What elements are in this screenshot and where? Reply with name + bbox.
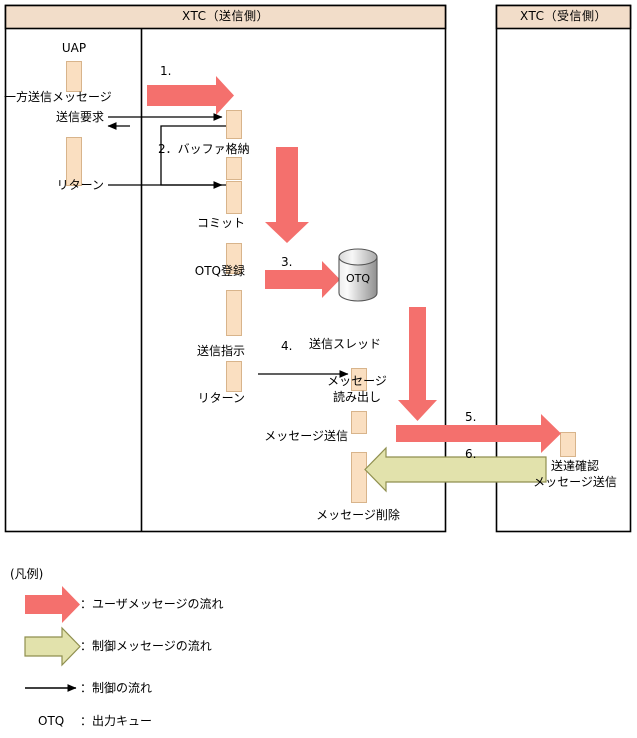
step-1-user-message-arrow <box>147 76 234 115</box>
xtc-receiver-lifeline <box>560 432 576 457</box>
message-delete-label: メッセージ削除 <box>316 508 400 522</box>
legend-user-message-arrow-icon <box>25 586 80 623</box>
step-6-number: 6. <box>465 447 477 461</box>
legend-entry-control-message-text: ：制御メッセージの流れ <box>80 639 212 653</box>
sender-panel-title: XTC（送信側） <box>181 9 270 23</box>
otq-register-label: OTQ登録 <box>194 264 245 278</box>
step-4-number: 4. <box>281 339 293 353</box>
legend-entry-control-flow-text: ：制御の流れ <box>80 681 153 695</box>
oneway-message-label: 一方送信メッセージ <box>4 90 112 104</box>
uap-lifeline <box>66 61 82 186</box>
step-2-control-arrows <box>107 113 226 189</box>
legend-control-message-arrow-icon <box>24 626 81 667</box>
ack-label-line2: メッセージ送信 <box>533 475 617 489</box>
step-5-number: 5. <box>465 410 477 424</box>
legend-entry-otq-text: ：出力キュー <box>80 714 153 728</box>
step-6-ack-arrow <box>364 446 547 493</box>
legend-entry-otq-key: OTQ <box>38 714 65 728</box>
step-1-number: 1. <box>160 64 172 78</box>
step-4-send-thread-label: 送信スレッド <box>309 337 382 351</box>
message-send-label: メッセージ送信 <box>264 429 348 443</box>
send-thread-lifeline <box>351 368 367 503</box>
otq-node-label: OTQ <box>345 272 371 285</box>
send-instruction-label: 送信指示 <box>196 344 245 358</box>
message-read-label-line2: 読み出し <box>332 390 381 404</box>
return-1-label: リターン <box>56 178 104 192</box>
message-read-label-line1: メッセージ <box>327 374 387 388</box>
step-2-buffer-store-label: 2．バッファ格納 <box>158 142 250 156</box>
receiver-panel-title: XTC（受信側） <box>519 9 608 23</box>
step-3-otq-register-arrow <box>265 261 340 298</box>
step-5-message-send-arrow <box>396 414 561 453</box>
commit-label: コミット <box>196 216 245 230</box>
ack-label-line1: 送達確認 <box>550 459 599 473</box>
otq-cylinder-node <box>338 248 378 302</box>
down-arrow-commit <box>265 147 309 243</box>
legend-entry-user-message-text: ：ユーザメッセージの流れ <box>80 597 224 611</box>
legend-title: (凡例) <box>10 567 44 581</box>
down-arrow-message-read <box>398 307 437 421</box>
xtc-sender-lifeline <box>226 110 242 392</box>
uap-label: UAP <box>61 41 87 55</box>
send-request-label: 送信要求 <box>55 110 104 124</box>
return-2-label: リターン <box>197 391 245 405</box>
step-3-number: 3. <box>281 255 293 269</box>
